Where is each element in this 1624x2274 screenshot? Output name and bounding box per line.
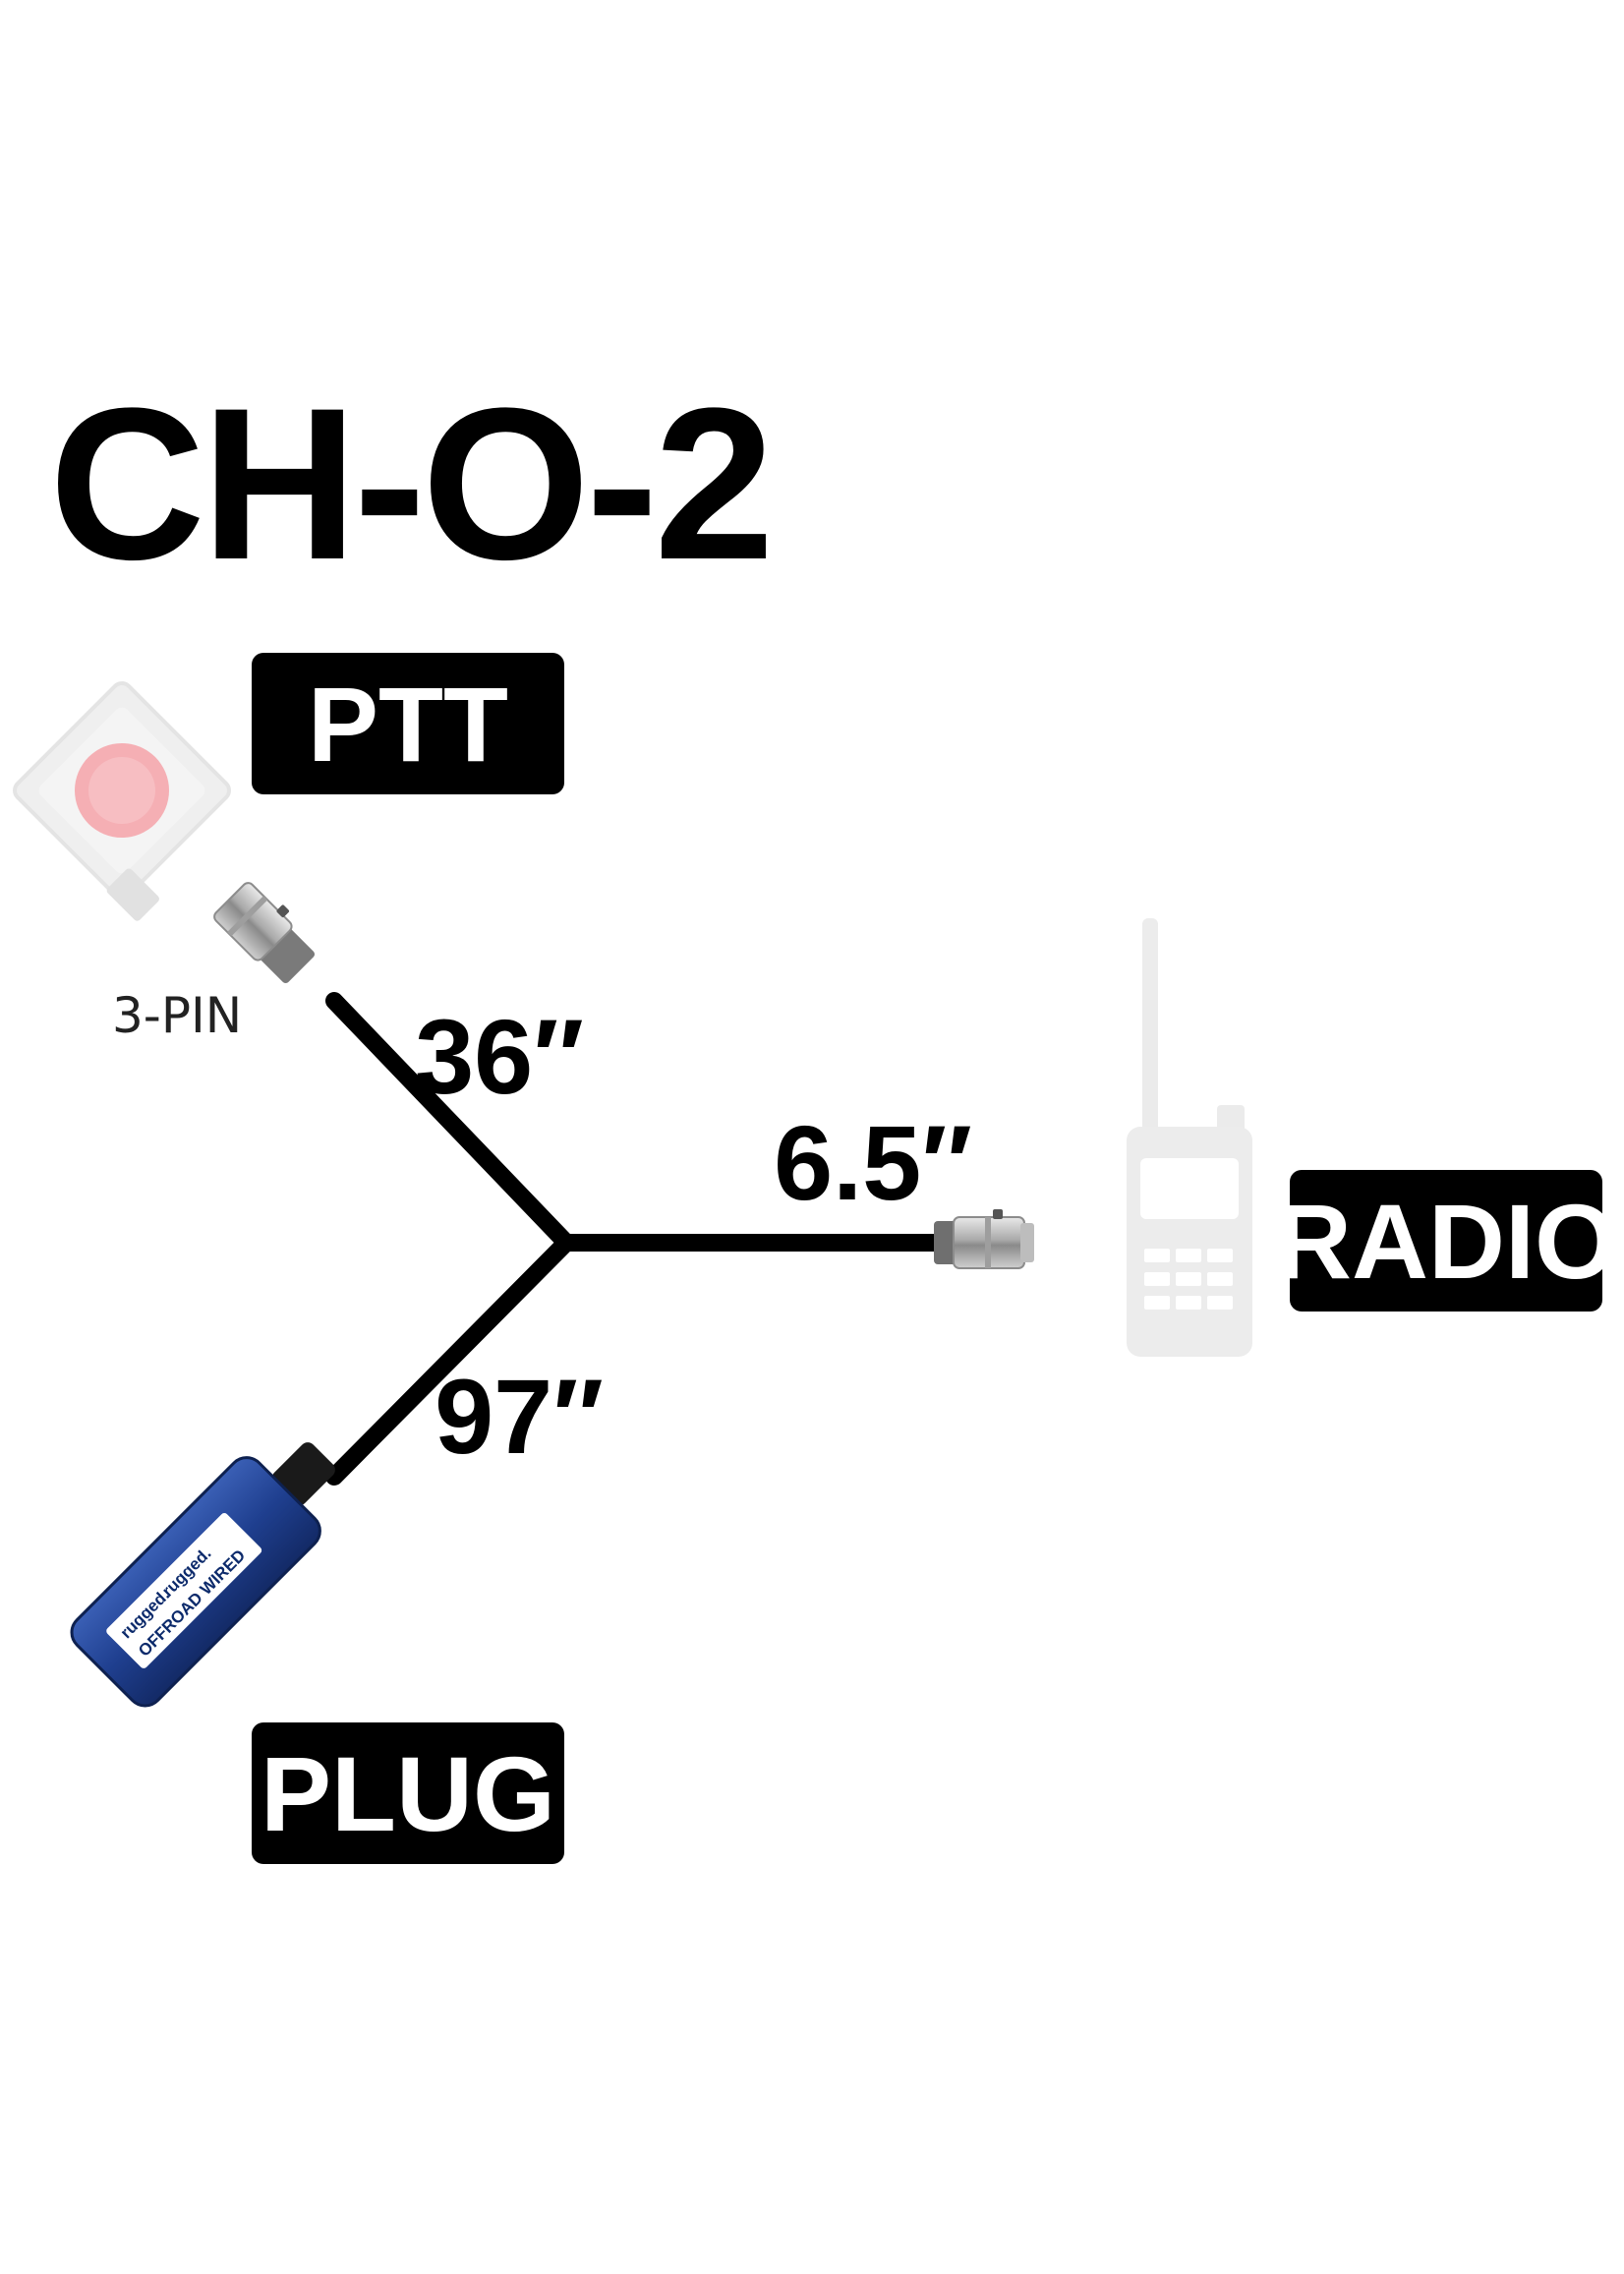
- ptt-badge: PTT: [252, 653, 564, 794]
- plug-badge: PLUG: [252, 1722, 564, 1864]
- radio-badge-bg: [1290, 1170, 1602, 1312]
- ptt-length-label: 36″: [415, 997, 584, 1116]
- push-to-talk-button-icon: [13, 681, 231, 921]
- plug-length-label: 97″: [435, 1357, 604, 1476]
- ptt-badge-bg: [252, 653, 564, 794]
- xlr-connector-icon: [213, 882, 316, 984]
- plug-badge-bg: [252, 1722, 564, 1864]
- xlr-connector-icon: [934, 1209, 1034, 1269]
- plug-label: PLUG: [261, 1734, 555, 1853]
- radio-badge: RADIO: [1275, 1170, 1617, 1312]
- cable: [325, 992, 955, 1486]
- plug-cable: [325, 1234, 575, 1486]
- ptt-label: PTT: [308, 665, 508, 784]
- ptt-cable: [325, 992, 575, 1252]
- rugged-headset-plug-icon: rugged. rugged. OFFROAD WIRED: [70, 1442, 335, 1708]
- radio-length-label: 6.5″: [774, 1103, 972, 1222]
- pin-label: 3-PIN: [112, 987, 242, 1044]
- diagram-title: CH-O-2: [49, 363, 771, 605]
- handheld-radio-icon: [1127, 918, 1252, 1357]
- cable-junction: [557, 1234, 575, 1252]
- radio-label: RADIO: [1275, 1182, 1617, 1301]
